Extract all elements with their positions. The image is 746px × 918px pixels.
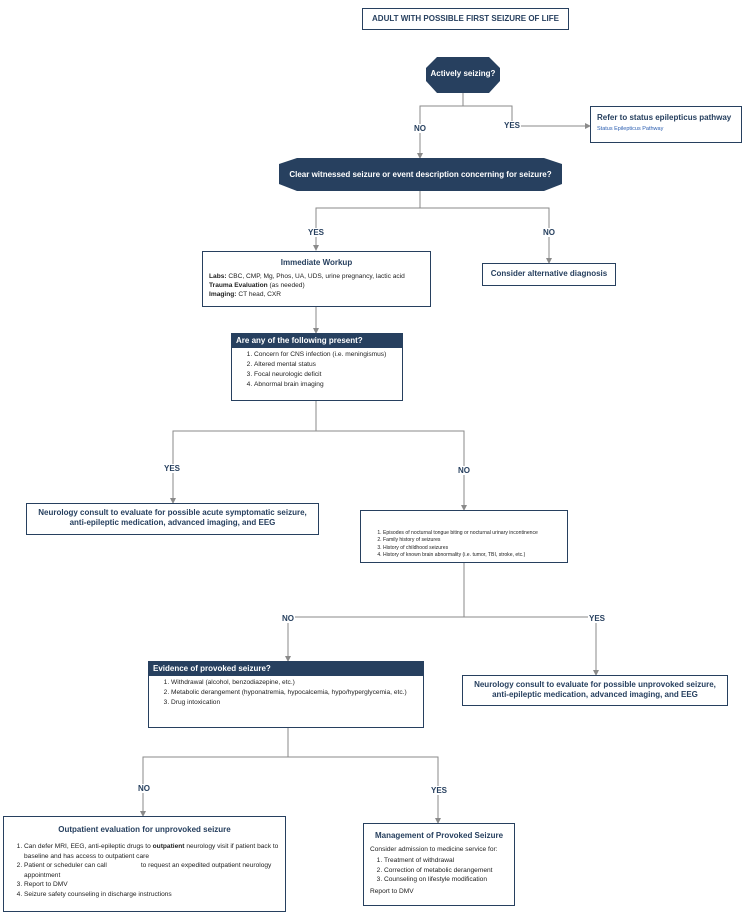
following-present-list: Concern for CNS infection (i.e. meningis…: [236, 350, 386, 390]
outpatient-item: Report to DMV: [24, 880, 279, 890]
alternative-diagnosis-box: Consider alternative diagnosis: [482, 263, 616, 286]
provoked-title: Evidence of provoked seizure?: [149, 662, 423, 676]
pathway-title-box: ADULT WITH POSSIBLE FIRST SEIZURE OF LIF…: [362, 8, 569, 30]
witnessed-no-label: NO: [542, 228, 556, 237]
labs-text: CBC, CMP, Mg, Phos, UA, UDS, urine pregn…: [226, 273, 405, 280]
following-present-box: Are any of the following present? Concer…: [231, 333, 403, 401]
following-yes-label: YES: [163, 464, 182, 473]
pathway-title: ADULT WITH POSSIBLE FIRST SEIZURE OF LIF…: [372, 14, 559, 23]
provoked-item: Metabolic derangement (hyponatremia, hyp…: [171, 688, 429, 698]
following-item: Altered mental status: [254, 360, 386, 370]
management-box: Management of Provoked Seizure Consider …: [363, 823, 515, 906]
actively-seizing-yes-label: YES: [503, 121, 522, 130]
provoked-yes-label: YES: [430, 786, 449, 795]
neuro-acute-box: Neurology consult to evaluate for possib…: [26, 503, 319, 535]
history-risk-list: Episodes of nocturnal tongue biting or n…: [365, 530, 538, 560]
neuro-unprovoked-box: Neurology consult to evaluate for possib…: [462, 675, 728, 706]
following-item: Focal neurologic deficit: [254, 370, 386, 380]
management-list: Treatment of withdrawal Correction of me…: [370, 856, 508, 885]
following-item: Abnormal brain imaging: [254, 380, 386, 390]
history-risk-title: History concerning for high risk of futu…: [371, 513, 557, 522]
imaging-label: Imaging:: [209, 291, 237, 298]
trauma-label: Trauma Evaluation: [209, 282, 268, 289]
imaging-line: Imaging: CT head, CXR: [209, 290, 424, 299]
trauma-text: (as needed): [267, 282, 305, 289]
neuro-unprovoked-text: Neurology consult to evaluate for possib…: [474, 680, 716, 699]
management-footer: Report to DMV: [370, 887, 414, 895]
outpatient-box: Outpatient evaluation for unprovoked sei…: [3, 816, 286, 912]
following-no-label: NO: [457, 466, 471, 475]
history-no-label: NO: [281, 614, 295, 623]
witnessed-shape: [279, 158, 562, 191]
management-intro: Consider admission to medicine service f…: [370, 846, 498, 853]
witnessed-question: Clear witnessed seizure or event descrip…: [289, 170, 552, 179]
history-item: History of childhood seizures: [383, 545, 538, 552]
immediate-workup-box: Immediate Workup Labs: CBC, CMP, Mg, Pho…: [202, 251, 431, 307]
status-epilepticus-link[interactable]: Status Epilepticus Pathway: [597, 126, 664, 132]
management-item: Treatment of withdrawal: [384, 856, 508, 866]
outpatient-item2-b: to request an expedited outpatient neuro…: [24, 862, 272, 879]
provoked-item: Withdrawal (alcohol, benzodiazepine, etc…: [171, 678, 429, 688]
alternative-diagnosis-text: Consider alternative diagnosis: [490, 269, 608, 278]
outpatient-list: Can defer MRI, EEG, anti-epileptic drugs…: [10, 842, 279, 899]
outpatient-item: Seizure safety counseling in discharge i…: [24, 890, 279, 900]
management-title: Management of Provoked Seizure: [374, 831, 504, 840]
labs-line: Labs: CBC, CMP, Mg, Phos, UA, UDS, urine…: [209, 272, 424, 281]
history-item: Episodes of nocturnal tongue biting or n…: [383, 530, 538, 537]
outpatient-item1-bold: outpatient: [152, 843, 185, 850]
labs-label: Labs:: [209, 273, 227, 280]
following-present-title: Are any of the following present?: [232, 334, 402, 348]
outpatient-item: Can defer MRI, EEG, anti-epileptic drugs…: [24, 842, 279, 861]
outpatient-item1-b: neurology visit if patient back to basel…: [24, 843, 279, 860]
history-risk-box: History concerning for high risk of futu…: [360, 510, 568, 563]
outpatient-item2-a: Patient or scheduler can call: [24, 862, 107, 869]
provoked-no-label: NO: [137, 784, 151, 793]
trauma-line: Trauma Evaluation (as needed): [209, 281, 424, 290]
history-item: Family history of seizures: [383, 537, 538, 544]
provoked-box: Evidence of provoked seizure? Withdrawal…: [148, 661, 424, 728]
status-epilepticus-title: Refer to status epilepticus pathway: [597, 113, 732, 122]
management-item: Correction of metabolic derangement: [384, 866, 508, 876]
following-item: Concern for CNS infection (i.e. meningis…: [254, 350, 386, 360]
imaging-text: CT head, CXR: [236, 291, 282, 298]
outpatient-item1-a: Can defer MRI, EEG, anti-epileptic drugs…: [24, 843, 153, 850]
provoked-list: Withdrawal (alcohol, benzodiazepine, etc…: [153, 678, 429, 708]
history-yes-label: YES: [588, 614, 607, 623]
status-epilepticus-box: Refer to status epilepticus pathway Stat…: [590, 106, 742, 143]
provoked-item: Drug intoxication: [171, 698, 429, 708]
history-item: History of known brain abnormality (i.e.…: [383, 552, 538, 559]
actively-seizing-no-label: NO: [413, 124, 427, 133]
immediate-workup-details: Labs: CBC, CMP, Mg, Phos, UA, UDS, urine…: [209, 272, 424, 299]
management-item: Counseling on lifestyle modification: [384, 875, 508, 885]
neuro-acute-text: Neurology consult to evaluate for possib…: [38, 508, 307, 527]
actively-seizing-shape: [426, 57, 500, 93]
immediate-workup-title: Immediate Workup: [280, 258, 353, 267]
witnessed-yes-label: YES: [307, 228, 326, 237]
actively-seizing-question: Actively seizing?: [430, 69, 496, 78]
outpatient-title: Outpatient evaluation for unprovoked sei…: [58, 825, 231, 834]
